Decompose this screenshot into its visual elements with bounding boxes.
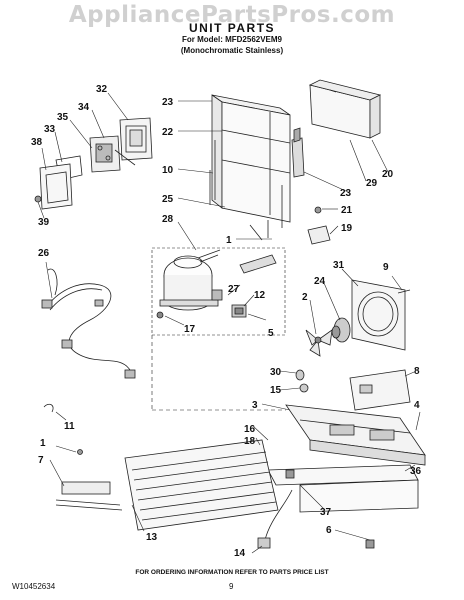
callout-16: 16 — [244, 424, 256, 435]
callout-34: 34 — [78, 102, 90, 113]
finish-line: (Monochromatic Stainless) — [180, 46, 284, 55]
callout-36: 36 — [410, 466, 422, 477]
callout-23a: 23 — [162, 97, 174, 108]
base-rail — [267, 464, 419, 513]
evaporator-coil-tube — [209, 140, 216, 205]
screw-39 — [34, 195, 42, 203]
callout-29: 29 — [366, 178, 378, 189]
model-line: For Model: MFD2562VEM9 — [181, 35, 282, 44]
leveling-leg — [285, 469, 375, 549]
callout-20: 20 — [382, 169, 394, 180]
leader-lines-coil — [131, 426, 269, 532]
compressor-mount-grommet — [156, 311, 164, 319]
callout-38: 38 — [31, 137, 43, 148]
callout-28: 28 — [162, 214, 174, 225]
thermistor-clip — [307, 206, 339, 245]
callout-13: 13 — [146, 532, 158, 543]
callout-4: 4 — [414, 400, 420, 411]
callout-1a: 1 — [226, 235, 232, 246]
callout-7: 7 — [38, 455, 44, 466]
control-board — [89, 135, 121, 173]
machine-compartment-bracket — [349, 369, 415, 411]
callout-10: 10 — [162, 165, 174, 176]
callout-6: 6 — [326, 525, 332, 536]
electronic-box — [39, 163, 73, 210]
wire-harness-7 — [49, 459, 123, 511]
control-board-bracket — [119, 117, 153, 161]
callout-19: 19 — [341, 223, 353, 234]
callout-12: 12 — [254, 290, 266, 301]
watermark: AppliancePartsPros.com — [68, 2, 396, 28]
leader-lines-fan — [309, 268, 403, 335]
compressor — [159, 249, 221, 311]
drain-hose-14 — [251, 489, 293, 554]
spring-clip-11 — [43, 403, 67, 421]
callout-14: 14 — [234, 548, 246, 559]
callout-1b: 1 — [40, 438, 46, 449]
callout-22: 22 — [162, 127, 174, 138]
callout-37: 37 — [320, 507, 332, 518]
condenser-fan-blade — [305, 329, 333, 357]
callout-24: 24 — [314, 276, 326, 287]
callout-11: 11 — [64, 421, 75, 432]
evaporator-cover — [211, 94, 291, 223]
compressor-dashed-outline — [151, 247, 286, 336]
overload-protector — [239, 254, 277, 274]
evaporator-fan-housing-bracket — [291, 127, 305, 178]
leader-lines-rail — [299, 464, 416, 541]
leader-lines-base — [261, 370, 421, 431]
wiring-harness — [41, 261, 136, 379]
defrost-heater-rod — [249, 185, 283, 241]
condenser-fan-shroud — [351, 279, 406, 351]
leader-lines-compressor — [164, 221, 272, 326]
callout-5: 5 — [268, 328, 274, 339]
page-title: UNIT PARTS — [188, 21, 276, 35]
callout-18: 18 — [244, 436, 256, 447]
air-duct — [308, 79, 382, 139]
leader-lines-right-top — [303, 139, 389, 193]
callout-2: 2 — [302, 292, 308, 303]
leader-lines-center-top — [177, 100, 226, 208]
condenser-fan-motor — [331, 317, 351, 343]
document-number: W10452634 — [12, 582, 56, 591]
compressor-relay — [231, 304, 247, 318]
callout-26: 26 — [38, 248, 50, 259]
callout-9: 9 — [383, 262, 389, 273]
callout-21: 21 — [341, 205, 353, 216]
callout-17: 17 — [184, 324, 196, 335]
callout-31: 31 — [333, 260, 345, 271]
callout-39: 39 — [38, 217, 50, 228]
page-number: 9 — [229, 582, 234, 591]
drain-hose-15 — [299, 383, 309, 393]
mounting-screw-9 — [397, 289, 411, 294]
callout-32: 32 — [96, 84, 108, 95]
dashed-assembly-path — [151, 335, 286, 411]
callout-33: 33 — [44, 124, 56, 135]
callout-25: 25 — [162, 194, 174, 205]
start-capacitor — [211, 289, 223, 301]
callout-15: 15 — [270, 385, 282, 396]
callout-35: 35 — [57, 112, 69, 123]
callout-23b: 23 — [340, 188, 352, 199]
callout-30: 30 — [270, 367, 282, 378]
control-board-strap — [114, 149, 136, 166]
unit-base-pan — [285, 404, 426, 466]
screw-1-lower — [55, 445, 83, 455]
leader-lines-left-top — [37, 92, 129, 219]
callout-8: 8 — [414, 366, 420, 377]
drain-tube-30 — [295, 369, 305, 381]
callout-27: 27 — [228, 284, 240, 295]
callout-3: 3 — [252, 400, 258, 411]
condenser-coil — [124, 439, 279, 531]
ordering-info-note: FOR ORDERING INFORMATION REFER TO PARTS … — [135, 569, 329, 576]
